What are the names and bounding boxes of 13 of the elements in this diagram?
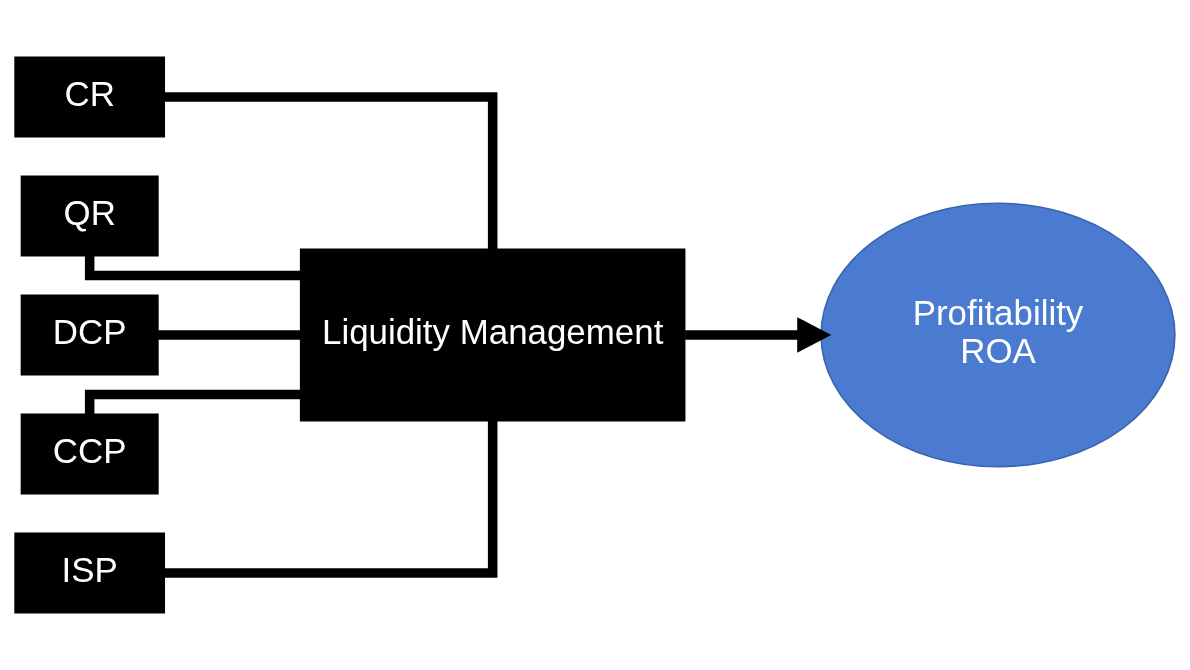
node-ellipse: Profitability ROA (820, 202, 1176, 468)
node-box: QR (20, 175, 159, 257)
connector (84, 256, 301, 281)
arrow (685, 317, 832, 353)
node-box: DCP (20, 294, 159, 376)
node-box: CR (14, 56, 166, 138)
connector (84, 389, 301, 414)
node-box: ISP (14, 532, 166, 614)
node-box: CCP (20, 413, 159, 495)
connector (158, 330, 301, 340)
connector (164, 420, 498, 578)
node-box: Liquidity Management (299, 248, 686, 422)
connector (164, 92, 498, 250)
